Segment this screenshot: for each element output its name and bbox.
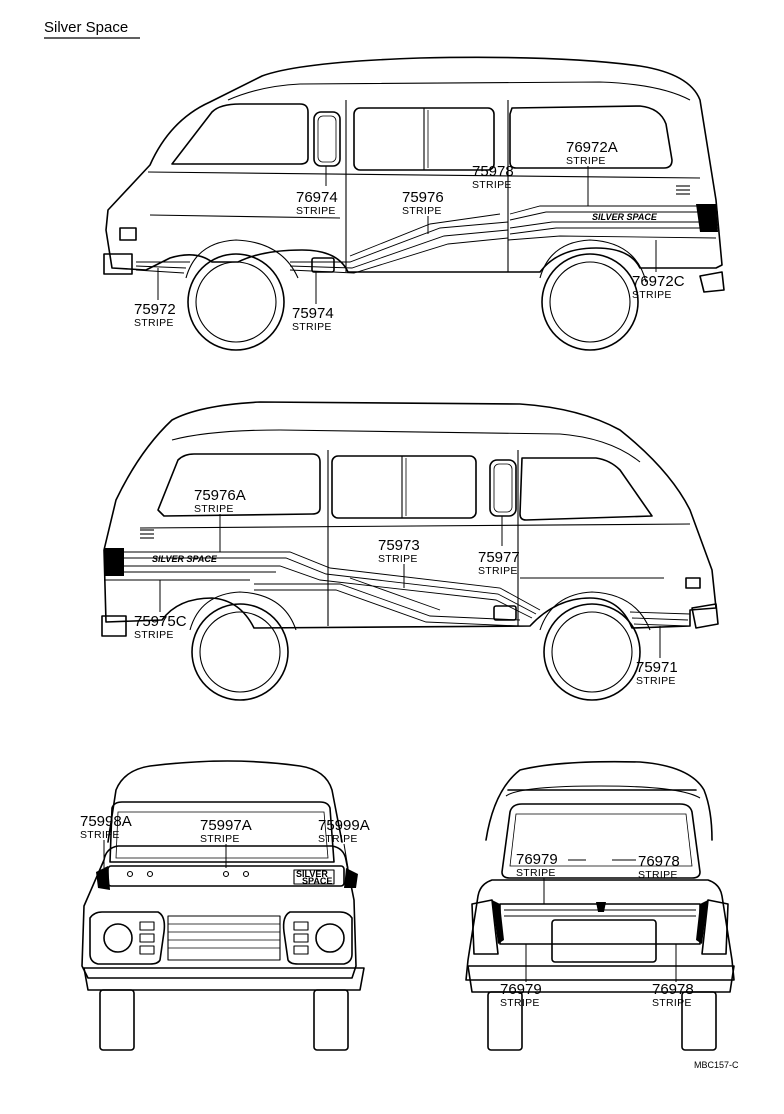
callout-75974-part: 75974 [292, 305, 334, 322]
callout-75972: 75972 STRIPE [134, 268, 176, 329]
callout-76972A-label: STRIPE [566, 155, 606, 167]
callout-76974: 76974 STRIPE [296, 166, 338, 217]
front-badge-line2: SPACE [302, 876, 332, 886]
callout-76978-upper-part: 76978 [638, 853, 680, 870]
callout-76972C-label: STRIPE [632, 289, 672, 301]
callout-76978-lower-part: 76978 [652, 981, 694, 998]
callout-75997A: 75997A STRIPE [200, 817, 252, 868]
callout-76979-lower-part: 76979 [500, 981, 542, 998]
van-right-side-view: SILVER SPACE [101, 401, 719, 701]
callout-75999A: 75999A STRIPE [318, 817, 370, 869]
callout-76974-part: 76974 [296, 189, 338, 206]
callout-75977: 75977 STRIPE [478, 516, 520, 577]
callout-75974-label: STRIPE [292, 321, 332, 333]
callout-75975C: 75975C STRIPE [134, 580, 187, 641]
callout-75973: 75973 STRIPE [378, 537, 420, 588]
callout-75971-part: 75971 [636, 659, 678, 676]
drawing-code: MBC157-C [694, 1060, 739, 1070]
callout-75976A-part: 75976A [194, 487, 246, 504]
callout-76972A: 76972A STRIPE [566, 139, 618, 206]
callout-76974-label: STRIPE [296, 205, 336, 217]
callout-76979-lower-label: STRIPE [500, 997, 540, 1009]
callout-75998A-label: STRIPE [80, 829, 120, 841]
front-badge-line1: SILVER [296, 869, 328, 879]
callout-75999A-label: STRIPE [318, 833, 358, 845]
diagram-title: Silver Space [44, 19, 140, 39]
callout-76978-upper: 76978 STRIPE [612, 853, 680, 881]
callout-75997A-part: 75997A [200, 817, 252, 834]
callout-75972-part: 75972 [134, 301, 176, 318]
callout-75977-label: STRIPE [478, 565, 518, 577]
van-front-view: SILVER SPACE [81, 760, 365, 1051]
callout-75978-part: 75978 [472, 163, 514, 180]
callout-75975C-label: STRIPE [134, 629, 174, 641]
callout-76978-lower-label: STRIPE [652, 997, 692, 1009]
callout-75978-label: STRIPE [472, 179, 512, 191]
callout-75973-label: STRIPE [378, 553, 418, 565]
callout-75975C-part: 75975C [134, 613, 187, 630]
callout-76979-upper: 76979 STRIPE [516, 851, 586, 904]
callout-75976-label: STRIPE [402, 205, 442, 217]
callout-75978: 75978 STRIPE [472, 163, 514, 214]
side-badge-right: SILVER SPACE [152, 554, 218, 564]
callout-76979-lower: 76979 STRIPE [500, 944, 542, 1009]
van-rear-view [465, 760, 735, 1051]
callout-75972-label: STRIPE [134, 317, 174, 329]
callout-76978-lower: 76978 STRIPE [652, 944, 694, 1009]
callout-76972C-part: 76972C [632, 273, 685, 290]
callout-75999A-part: 75999A [318, 817, 370, 834]
callout-75976A: 75976A STRIPE [194, 487, 246, 552]
callout-76972A-part: 76972A [566, 139, 618, 156]
callout-76978-upper-label: STRIPE [638, 869, 678, 881]
callout-76979-upper-label: STRIPE [516, 867, 556, 879]
callout-75973-part: 75973 [378, 537, 420, 554]
callout-75977-part: 75977 [478, 549, 520, 566]
callout-75971: 75971 STRIPE [636, 626, 678, 687]
callout-75976A-label: STRIPE [194, 503, 234, 515]
callout-76979-upper-part: 76979 [516, 851, 558, 868]
callout-75974: 75974 STRIPE [292, 272, 334, 333]
callout-75998A-part: 75998A [80, 813, 132, 830]
callout-75976-part: 75976 [402, 189, 444, 206]
van-left-side-view: SILVER SPACE [103, 56, 725, 351]
callout-75971-label: STRIPE [636, 675, 676, 687]
callout-75998A: 75998A STRIPE [80, 813, 132, 868]
callout-76972C: 76972C STRIPE [632, 240, 685, 301]
title-text: Silver Space [44, 19, 128, 36]
callout-75976: 75976 STRIPE [402, 189, 444, 234]
callout-75997A-label: STRIPE [200, 833, 240, 845]
side-badge-left: SILVER SPACE [592, 212, 658, 222]
